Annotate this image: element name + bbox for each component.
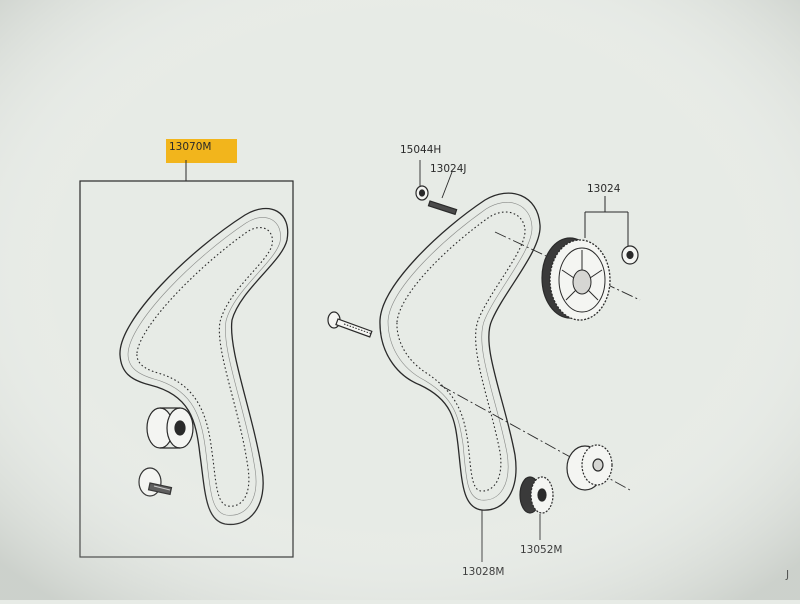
crank-sprocket-part-number: 13052M (520, 544, 562, 556)
corner-letter: J (785, 569, 789, 581)
belt-part-number: 13028M (462, 566, 504, 578)
centre-lines (439, 231, 641, 491)
crank-hub (566, 444, 613, 491)
long-bolt (327, 311, 373, 338)
timing-belt (379, 192, 541, 511)
stud (427, 171, 458, 216)
camshaft-sprocket (541, 237, 611, 321)
crankshaft-sprocket (519, 476, 554, 540)
top-bolt (415, 160, 429, 201)
kit-part-number: 13070M (169, 141, 211, 153)
stud-part-number: 13024J (430, 163, 467, 175)
kit-tensioner-pulley (146, 407, 194, 449)
bolt-part-number: 15044H (400, 144, 441, 156)
sprocket-nut (621, 245, 639, 265)
sprocket-part-number: 13024 (587, 183, 621, 195)
sprocket-bracket (584, 196, 629, 246)
kit-bolt (138, 467, 173, 497)
